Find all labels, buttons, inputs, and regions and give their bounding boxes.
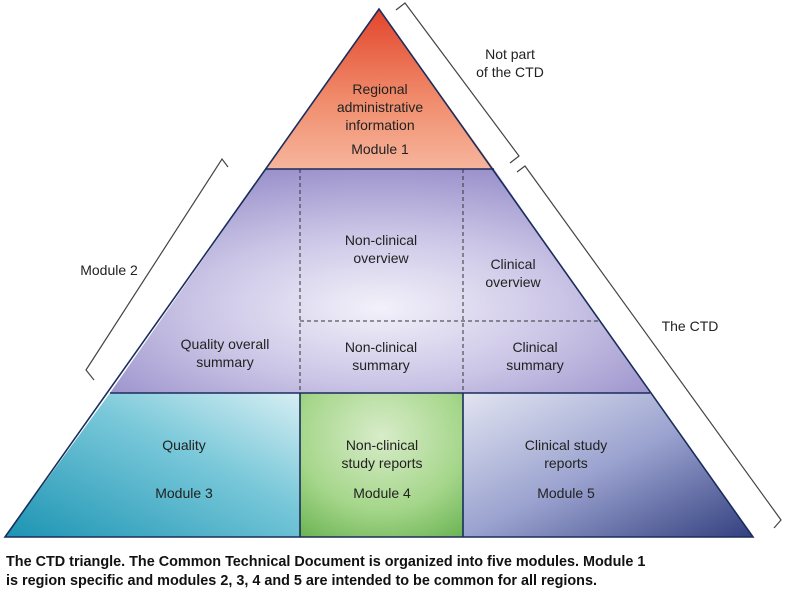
bracket-module-2 [85,157,229,381]
caption-line: is region specific and modules 2, 3, 4 a… [6,573,597,589]
module-2-side-label: Module 2 [80,262,138,278]
module-1-label: Module 1 [351,141,409,157]
side-annotations: Not part of the CTD Module 2 The CTD [80,46,718,334]
clinical-overview-line: Clinical [490,256,535,272]
nonclinical-overview-line: overview [353,250,409,266]
module-3-region [5,393,300,537]
nonclinical-overview-line: Non-clinical [345,232,417,248]
module-5-text-line: Clinical study [525,437,607,453]
bracket-the-ctd [516,165,782,529]
module-5-label: Module 5 [537,485,595,501]
not-part-label: of the CTD [476,64,544,80]
module-4-labels: Non-clinical study reports Module 4 [342,437,423,501]
module-3-label: Module 3 [155,485,213,501]
module-1-text-line: administrative [337,99,424,115]
module-4-text-line: study reports [342,455,423,471]
module-1-labels: Regional administrative information Modu… [337,81,424,157]
module-3-text-line: Quality [162,437,206,453]
module-5-labels: Clinical study reports Module 5 [525,437,607,501]
figure-caption: The CTD triangle. The Common Technical D… [6,553,781,591]
module-2-region [110,169,650,393]
triangle-outlines [3,7,755,538]
clinical-overview-line: overview [485,274,541,290]
module-5-region [463,393,753,537]
the-ctd-label: The CTD [662,318,719,334]
module-1-text-line: Regional [352,81,407,97]
module-2-dividers [299,169,600,393]
module-1-region [266,9,494,169]
module-5-text-line: reports [544,455,588,471]
quality-summary-line: Quality overall [181,336,270,352]
nonclinical-summary-line: summary [352,357,410,373]
module-4-region [300,393,463,537]
clinical-summary-line: Clinical [512,339,557,355]
ctd-triangle-diagram: Regional administrative information Modu… [3,2,782,538]
module-1-text-line: information [345,117,414,133]
clinical-summary-line: summary [506,357,564,373]
module-4-text-line: Non-clinical [346,437,418,453]
caption-line: The CTD triangle. The Common Technical D… [6,554,646,570]
quality-summary-line: summary [196,354,254,370]
module-2-labels: Quality overall summary Non-clinical ove… [181,232,564,373]
not-part-label: Not part [485,46,535,62]
nonclinical-summary-line: Non-clinical [345,339,417,355]
brackets [85,2,782,529]
module-4-label: Module 4 [353,485,411,501]
module-3-labels: Quality Module 3 [155,437,213,501]
bracket-not-part [395,2,520,164]
